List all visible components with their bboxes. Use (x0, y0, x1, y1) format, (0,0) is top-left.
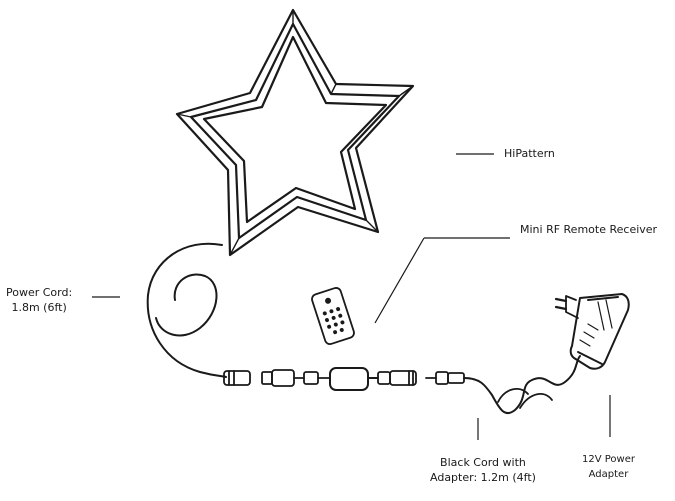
label-power-cord-line2: 1.8m (6ft) (11, 301, 67, 314)
star-tube-inner (202, 35, 388, 224)
label-hipattern: HiPattern (504, 146, 555, 161)
plug-connector-middle (261, 369, 331, 387)
label-black-cord-line2: Adapter: 1.2m (4ft) (430, 471, 536, 484)
rf-remote-control (311, 287, 355, 345)
star-tube-outer (189, 22, 401, 240)
rf-receiver-box (329, 367, 379, 391)
power-adapter-icon (554, 293, 630, 370)
plug-connector-right (377, 370, 417, 386)
black-cord-coil (497, 387, 553, 409)
label-black-cord-line1: Black Cord with (440, 456, 526, 469)
leader-lines (92, 153, 611, 440)
label-black-cord: Black Cord with Adapter: 1.2m (4ft) (430, 455, 536, 485)
star-outer-outline (175, 8, 415, 257)
plug-connector-left (223, 370, 251, 386)
label-power-adapter: 12V Power Adapter (582, 452, 635, 482)
black-cord-line (463, 355, 581, 415)
label-rf-receiver: Mini RF Remote Receiver (520, 222, 657, 237)
power-cord-line (146, 242, 227, 378)
star-edge-lines (176, 9, 414, 256)
label-hipattern-text: HiPattern (504, 147, 555, 160)
label-power-cord: Power Cord: 1.8m (6ft) (6, 285, 72, 315)
leader-receiver-d (374, 237, 425, 324)
label-power-adapter-line2: Adapter (588, 469, 629, 480)
label-power-cord-line1: Power Cord: (6, 286, 73, 299)
star-neon-light (175, 8, 415, 257)
label-rf-receiver-text: Mini RF Remote Receiver (520, 223, 658, 236)
label-power-adapter-line1: 12V Power (582, 454, 635, 465)
plug-connector-adapter (425, 371, 465, 385)
